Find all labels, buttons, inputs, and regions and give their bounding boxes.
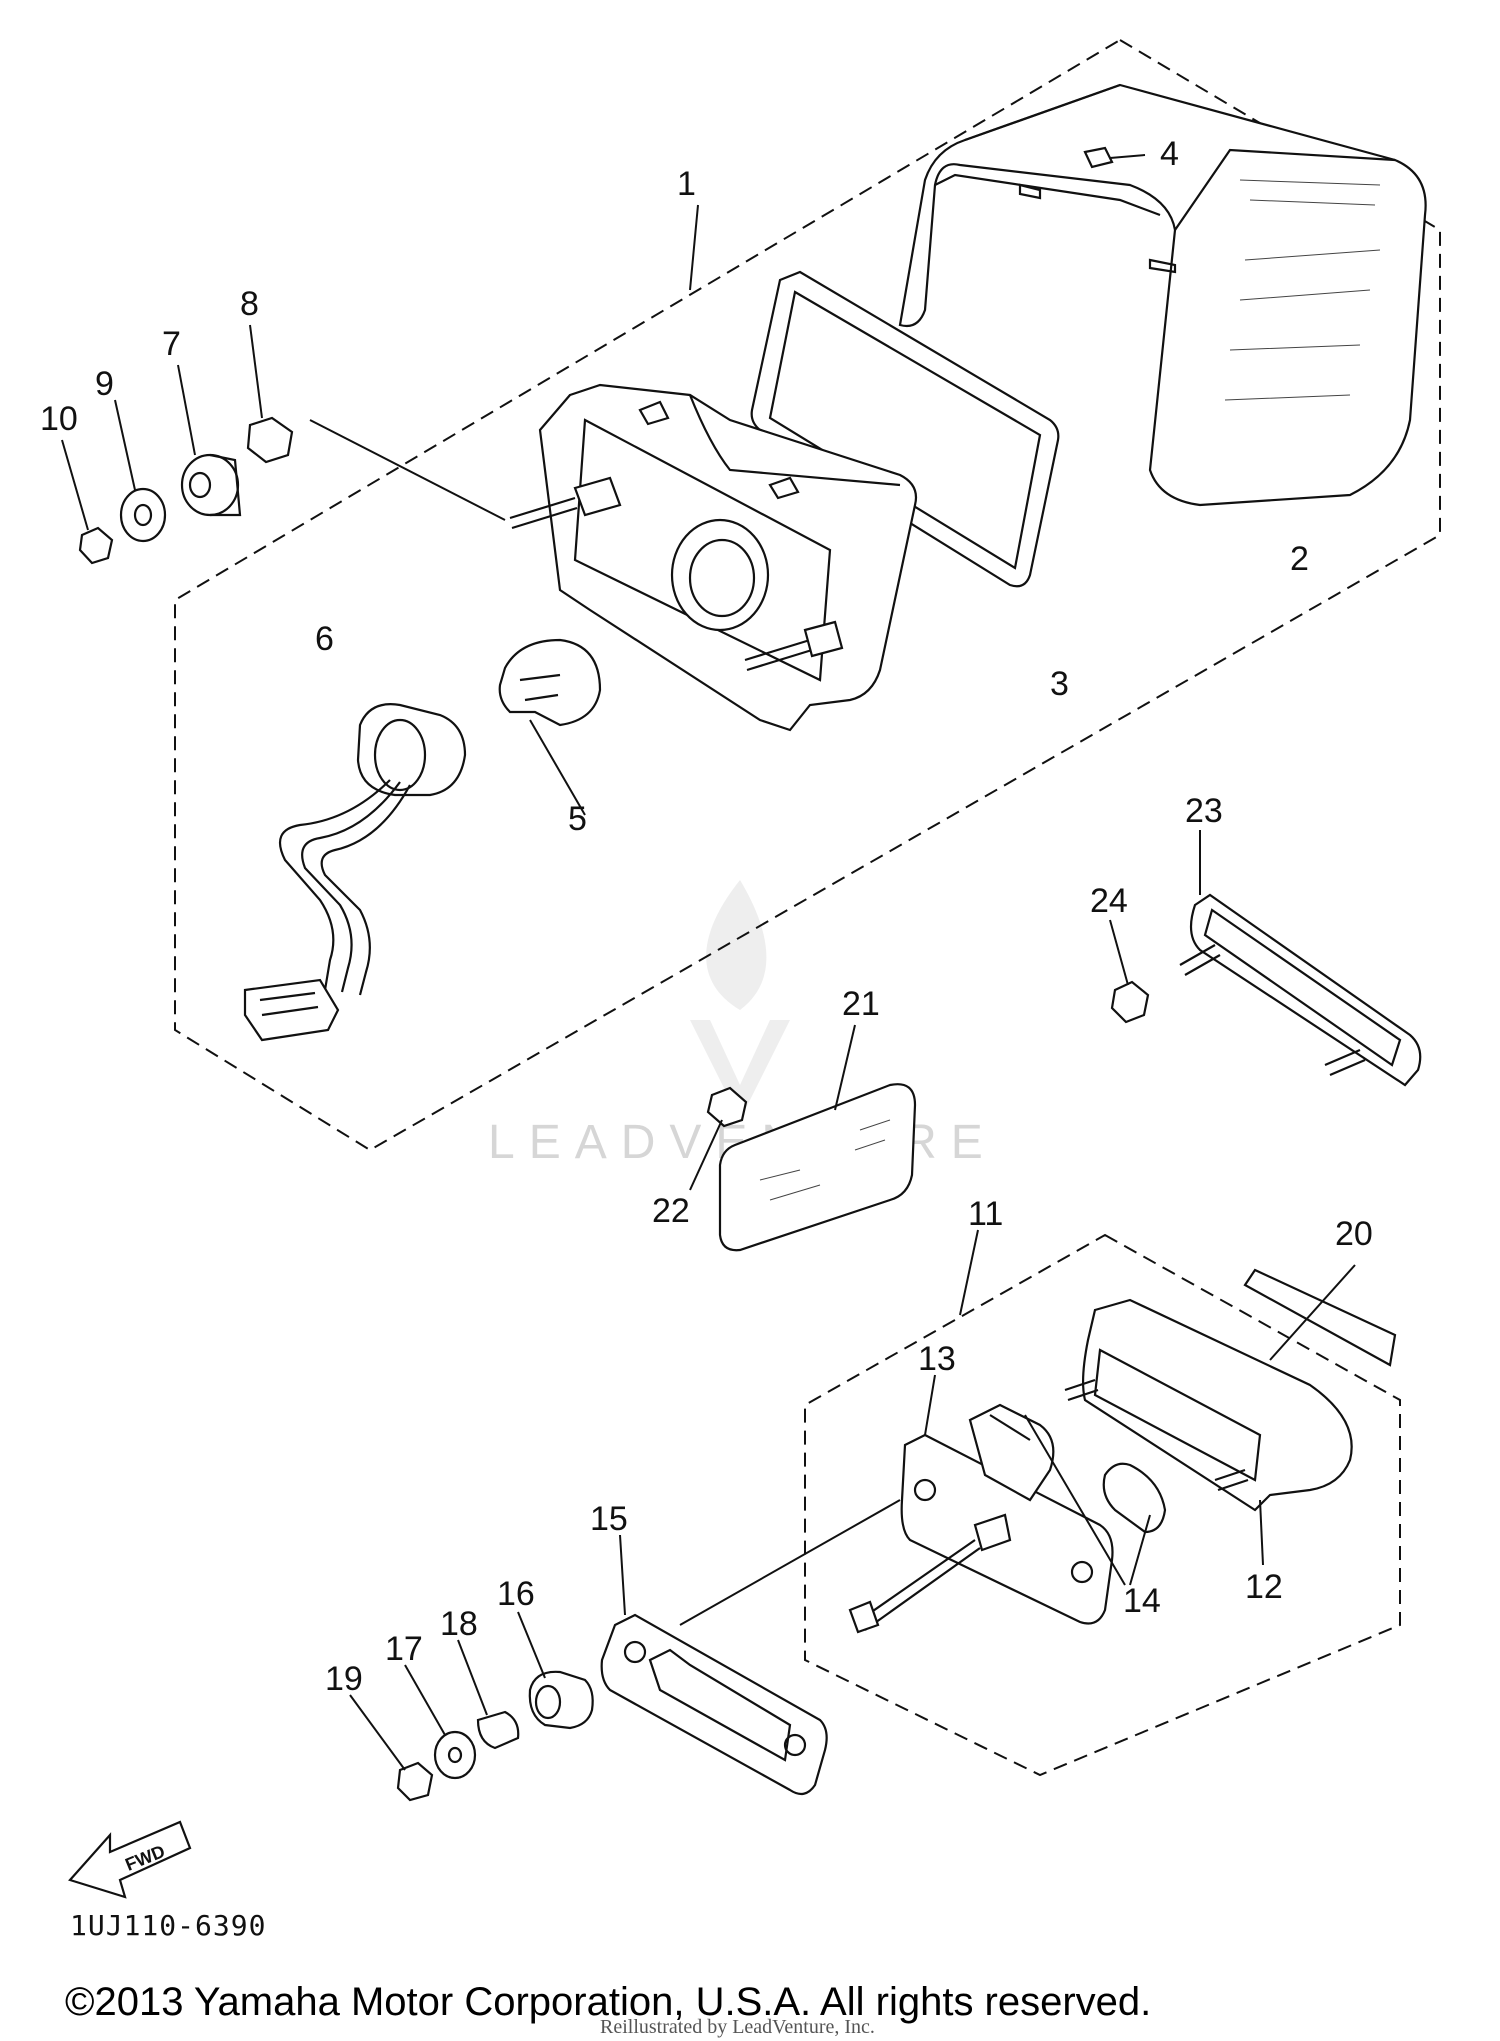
part-7-grommet bbox=[180, 453, 242, 517]
callout-7: 7 bbox=[162, 325, 181, 363]
callout-9: 9 bbox=[95, 365, 114, 403]
part-3-gasket bbox=[750, 270, 1060, 588]
leader-8 bbox=[249, 324, 263, 419]
callout-12: 12 bbox=[1245, 1568, 1283, 1606]
callout-8: 8 bbox=[240, 285, 259, 323]
part-16-grommet bbox=[517, 1611, 594, 1730]
callout-10: 10 bbox=[40, 400, 78, 438]
callout-15: 15 bbox=[590, 1500, 628, 1538]
fwd-arrow-icon: FWD bbox=[68, 1820, 192, 1899]
callout-14: 14 bbox=[1123, 1582, 1161, 1620]
callout-5: 5 bbox=[568, 800, 587, 838]
callout-20: 20 bbox=[1335, 1215, 1373, 1253]
callout-19: 19 bbox=[325, 1660, 363, 1698]
part-15-plate bbox=[600, 1499, 901, 1796]
part-18-collar bbox=[457, 1639, 520, 1750]
leader-1 bbox=[689, 204, 699, 291]
part-22-nut bbox=[689, 1086, 748, 1191]
callout-24: 24 bbox=[1090, 882, 1128, 920]
part-2-lens bbox=[898, 83, 1427, 507]
callout-1: 1 bbox=[677, 165, 696, 203]
callout-3: 3 bbox=[1050, 665, 1069, 703]
callout-2: 2 bbox=[1290, 540, 1309, 578]
part-number: 1UJ110-6390 bbox=[70, 1909, 266, 1942]
part-10-nut bbox=[78, 526, 114, 565]
callout-13: 13 bbox=[918, 1340, 956, 1378]
leader-15-mount bbox=[679, 1499, 901, 1626]
part-14-bulb bbox=[1024, 1414, 1167, 1586]
leader-9 bbox=[114, 399, 136, 491]
part-17-washer bbox=[404, 1664, 477, 1780]
part-20-lens-strip bbox=[1243, 1264, 1397, 1367]
callout-16: 16 bbox=[497, 1575, 535, 1613]
leader-stud-8 bbox=[309, 419, 506, 521]
leader-10 bbox=[61, 439, 89, 531]
leader-7 bbox=[177, 364, 196, 456]
part-12-license-lamp bbox=[1064, 1298, 1353, 1566]
subcaption: Reillustrated by LeadVenture, Inc. bbox=[600, 2016, 875, 2038]
watermark-logo bbox=[690, 880, 790, 1120]
part-5-bulb bbox=[498, 638, 602, 816]
part-8-nut bbox=[246, 416, 294, 464]
part-6-socket-harness bbox=[243, 703, 467, 1042]
leader-11 bbox=[959, 1229, 979, 1316]
part-13-bracket bbox=[900, 1374, 1114, 1625]
part-19-nut bbox=[349, 1694, 434, 1802]
copyright-notice: ©2013 Yamaha Motor Corporation, U.S.A. A… bbox=[65, 1980, 1151, 2024]
part-9-washer bbox=[119, 487, 167, 543]
part-24-nut bbox=[1109, 919, 1150, 1024]
callout-22: 22 bbox=[652, 1192, 690, 1230]
assembly-11-boundary bbox=[804, 1233, 1401, 1777]
callout-18: 18 bbox=[440, 1605, 478, 1643]
callout-11: 11 bbox=[968, 1195, 1003, 1233]
part-13-wire bbox=[848, 1513, 1012, 1634]
part-23-reflector bbox=[1179, 830, 1422, 1087]
callout-17: 17 bbox=[385, 1630, 423, 1668]
part-21-reflector bbox=[718, 1024, 917, 1252]
callout-6: 6 bbox=[315, 620, 334, 658]
callout-4: 4 bbox=[1160, 135, 1179, 173]
part-1-base bbox=[509, 383, 918, 732]
callout-23: 23 bbox=[1185, 792, 1223, 830]
part-4-clip bbox=[1083, 146, 1146, 169]
callout-21: 21 bbox=[842, 985, 880, 1023]
